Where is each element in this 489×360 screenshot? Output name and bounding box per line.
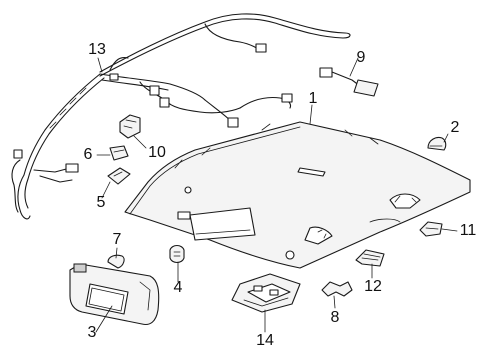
callout-5: 5 [96,194,106,211]
wiring-harness [11,13,351,220]
callout-7: 7 [112,231,122,248]
part-11-lamp [419,221,443,237]
callout-14: 14 [256,332,274,349]
callout-2: 2 [450,119,460,136]
part-9-cable [319,67,379,97]
callout-11: 11 [459,222,477,239]
headliner [124,121,471,269]
callout-12: 12 [364,278,382,295]
callout-13: 13 [88,41,106,58]
overhead-console [231,273,301,313]
part-12-bracket [355,249,385,267]
part-4-clip [169,244,185,264]
callout-9: 9 [356,49,366,66]
part-5-pad [107,167,131,185]
callout-1: 1 [308,90,318,107]
callout-3: 3 [87,324,97,341]
part-7-clip [107,254,125,269]
part-8-handle [321,281,353,297]
part-10-clip [119,114,141,139]
callout-10: 10 [148,144,166,161]
leader-lines [95,57,458,333]
callout-8: 8 [330,309,340,326]
sun-visor [69,263,160,326]
callout-4: 4 [173,279,183,296]
part-6-bracket [109,145,129,161]
part-2-clip [427,136,447,151]
callout-6: 6 [83,146,93,163]
